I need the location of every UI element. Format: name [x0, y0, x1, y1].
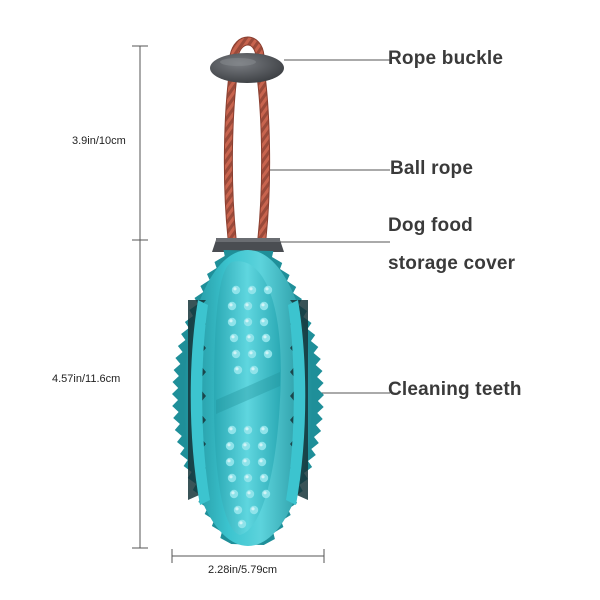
cleaning-nub-highlight	[235, 367, 239, 371]
cleaning-nub-highlight	[243, 459, 247, 463]
cleaning-nub-highlight	[247, 491, 251, 495]
cleaning-nub-highlight	[229, 319, 233, 323]
cleaning-nub-highlight	[245, 475, 249, 479]
cleaning-nub-highlight	[261, 475, 265, 479]
body-width-dimension: 2.28in/5.79cm	[208, 564, 278, 576]
rope-height-dimension: 3.9in/10cm	[72, 135, 126, 147]
cleaning-nub-highlight	[265, 351, 269, 355]
cleaning-nub-highlight	[263, 335, 267, 339]
left-rib	[190, 300, 210, 505]
cleaning-nub-highlight	[259, 459, 263, 463]
cleaning-nub-highlight	[259, 443, 263, 447]
cleaning-nub-highlight	[245, 303, 249, 307]
toothbrush-ball-toy-icon	[172, 250, 324, 546]
cleaning-nub-highlight	[229, 475, 233, 479]
cleaning-nub-highlight	[265, 287, 269, 291]
cleaning-nub-highlight	[227, 459, 231, 463]
body-height-dimension: 4.57in/11.6cm	[52, 373, 121, 385]
cleaning-nub-highlight	[231, 335, 235, 339]
storage-cover-label-line2: storage cover	[388, 253, 516, 274]
cleaning-nub-highlight	[231, 491, 235, 495]
cleaning-nub-highlight	[239, 521, 243, 525]
cleaning-nub-highlight	[233, 351, 237, 355]
cleaning-nub-highlight	[227, 443, 231, 447]
cleaning-nub-highlight	[245, 427, 249, 431]
cleaning-nub-highlight	[251, 367, 255, 371]
right-rib	[286, 300, 306, 505]
cleaning-nub-highlight	[235, 507, 239, 511]
cleaning-nub-highlight	[249, 287, 253, 291]
cleaning-teeth-label: Cleaning teeth	[388, 379, 522, 400]
rope-buckle-label: Rope buckle	[388, 48, 504, 69]
cleaning-nub-highlight	[261, 427, 265, 431]
cleaning-nub-highlight	[261, 319, 265, 323]
cleaning-nub-highlight	[261, 303, 265, 307]
cleaning-nub-highlight	[229, 303, 233, 307]
cleaning-nub-highlight	[247, 335, 251, 339]
cleaning-nub-highlight	[249, 351, 253, 355]
center-rib	[214, 261, 281, 535]
cleaning-nub-highlight	[245, 319, 249, 323]
cleaning-nub-highlight	[233, 287, 237, 291]
cleaning-nub-highlight	[243, 443, 247, 447]
cleaning-nub-highlight	[229, 427, 233, 431]
cleaning-nub-highlight	[263, 491, 267, 495]
storage-cover-label-line1: Dog food	[388, 215, 473, 236]
rope-buckle-highlight	[220, 58, 256, 66]
rope-buckle-icon	[210, 53, 284, 83]
cleaning-nub-highlight	[251, 507, 255, 511]
ball-rope	[223, 36, 271, 243]
center-ridge	[216, 372, 280, 414]
ball-rope-label: Ball rope	[390, 158, 474, 179]
dimension-guides	[132, 45, 325, 563]
storage-cover-cap	[212, 238, 284, 252]
